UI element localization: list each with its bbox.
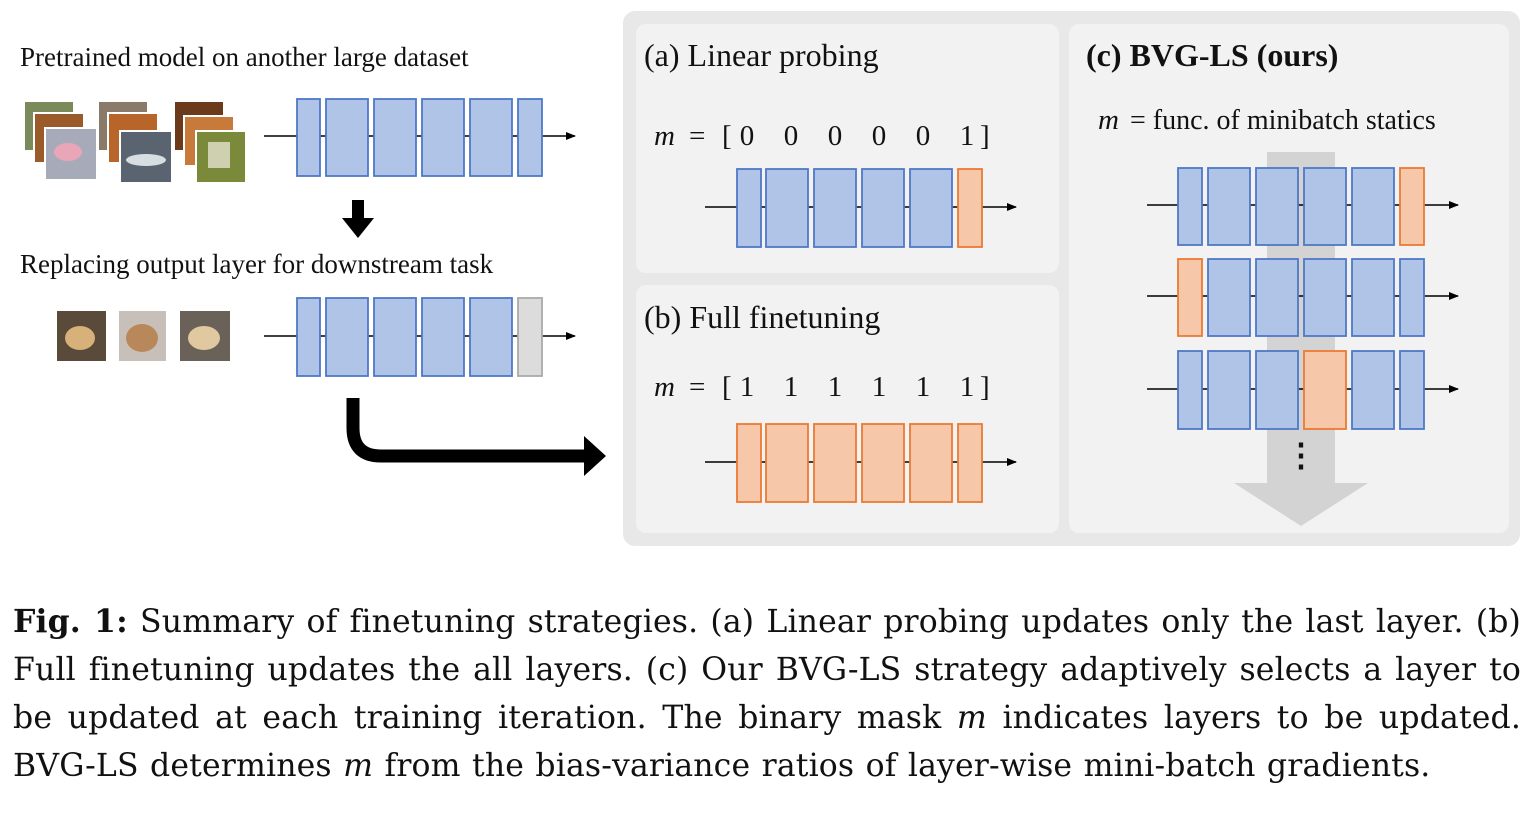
panel-a-mask-4: 0 — [916, 120, 931, 152]
panel-b-layer-5 — [909, 423, 953, 503]
panel-b-layer-2 — [765, 423, 809, 503]
panel-b-open-bracket: [ — [722, 371, 732, 403]
down-arrow — [342, 200, 374, 238]
panel-linear-probing: (a) Linear probing m = [ 0 0 0 0 0 1 ] — [636, 24, 1059, 273]
panel-c-ellipsis: ⋮ — [1285, 437, 1317, 473]
pretrained-model-title: Pretrained model on another large datase… — [20, 42, 469, 72]
pretrained-layer-2 — [325, 98, 369, 177]
panel-b-title: (b) Full finetuning — [644, 299, 880, 335]
panel-a-mask-2: 0 — [828, 120, 843, 152]
figure-label: Fig. 1: — [13, 603, 128, 640]
pretrained-output-layer — [517, 98, 543, 177]
row-1-layer-5 — [1351, 167, 1395, 246]
pretrained-layer-4 — [421, 98, 465, 177]
row-2-layer-4 — [1303, 258, 1347, 337]
panel-b-layer-4 — [861, 423, 905, 503]
caption-text-3: from the bias-variance ratios of layer-w… — [373, 748, 1431, 784]
panel-b-m-symbol: m — [654, 371, 675, 403]
replace-output-title: Replacing output layer for downstream ta… — [20, 249, 494, 279]
pretrained-layer-3 — [373, 98, 417, 177]
row-1-layer-2 — [1207, 167, 1251, 246]
panel-b-mask-4: 1 — [916, 371, 931, 403]
panel-c-row-3 — [1147, 350, 1459, 430]
row-3-layer-2 — [1207, 350, 1251, 430]
row-2-layer-6 — [1399, 258, 1425, 337]
row-1-layer-6 — [1399, 167, 1425, 246]
panel-a-layer-2 — [765, 168, 809, 248]
image-stack-2 — [97, 100, 173, 184]
curved-arrow — [346, 398, 584, 463]
panel-b-mask-1: 1 — [784, 371, 799, 403]
figure-caption: Fig. 1: Summary of finetuning strategies… — [13, 598, 1521, 790]
panel-b-mask-5: 1 — [960, 371, 975, 403]
downstream-images — [57, 311, 230, 361]
panel-a-output-layer — [957, 168, 983, 248]
panel-a-equals: = — [689, 120, 705, 152]
row-2-layer-5 — [1351, 258, 1395, 337]
panel-a-layer-1 — [736, 168, 762, 248]
downstream-layer-1 — [296, 297, 321, 377]
caption-mask-symbol-1: m — [956, 700, 987, 736]
new-output-layer — [517, 297, 543, 377]
row-2-layer-3 — [1255, 258, 1299, 337]
row-1-layer-1 — [1177, 167, 1203, 246]
pretrained-network — [264, 98, 576, 177]
panel-c-title: (c) BVG-LS (ours) — [1086, 37, 1338, 73]
image-stack-1 — [23, 100, 98, 181]
row-3-layer-4 — [1303, 350, 1347, 430]
caption-text-2: indicates layers to be updated. BVG-LS d… — [13, 700, 1521, 784]
panel-full-finetuning: (b) Full finetuning m = [ 1 1 1 1 1 1 ] — [636, 285, 1059, 533]
panel-bvg-ls: (c) BVG-LS (ours) m = func. of minibatch… — [1069, 24, 1509, 533]
downstream-layer-5 — [469, 297, 513, 377]
row-2-layer-2 — [1207, 258, 1251, 337]
panel-a-m-symbol: m — [654, 120, 675, 152]
downstream-layer-4 — [421, 297, 465, 377]
panel-a-mask-3: 0 — [872, 120, 887, 152]
caption-text-1: Summary of finetuning strategies. (a) Li… — [13, 604, 1521, 736]
downstream-layer-2 — [325, 297, 369, 377]
row-3-layer-5 — [1351, 350, 1395, 430]
panel-c-row-1 — [1147, 167, 1459, 246]
panel-a-close-bracket: ] — [980, 120, 990, 152]
panel-b-layer-1 — [736, 423, 762, 503]
curved-arrow-head — [584, 436, 606, 476]
panel-a-mask-0: 0 — [740, 120, 755, 152]
panel-b-equals: = — [689, 371, 705, 403]
panel-a-mask-5: 1 — [960, 120, 975, 152]
caption-mask-symbol-2: m — [343, 748, 374, 784]
downstream-network — [264, 297, 576, 377]
panel-b-mask-2: 1 — [828, 371, 843, 403]
panel-a-title: (a) Linear probing — [644, 37, 879, 73]
panel-a-layer-5 — [909, 168, 953, 248]
panel-c-m-description: = func. of minibatch statics — [1130, 105, 1436, 136]
row-3-layer-3 — [1255, 350, 1299, 430]
row-1-layer-3 — [1255, 167, 1299, 246]
panel-c-row-2 — [1147, 258, 1459, 337]
panel-a-open-bracket: [ — [722, 120, 732, 152]
panel-b-output-layer — [957, 423, 983, 503]
panel-b-mask-0: 1 — [740, 371, 755, 403]
row-3-layer-6 — [1399, 350, 1425, 430]
pretrained-layer-1 — [296, 98, 321, 177]
panel-b-mask-3: 1 — [872, 371, 887, 403]
downstream-layer-3 — [373, 297, 417, 377]
panel-a-layer-3 — [813, 168, 857, 248]
overview-figure: Pretrained model on another large datase… — [20, 11, 1520, 546]
panel-c-m-symbol: m — [1098, 104, 1119, 136]
panel-a-layer-4 — [861, 168, 905, 248]
row-3-layer-1 — [1177, 350, 1203, 430]
panel-b-layer-3 — [813, 423, 857, 503]
pretrained-layer-5 — [469, 98, 513, 177]
panel-b-close-bracket: ] — [980, 371, 990, 403]
pretraining-images — [23, 100, 247, 184]
panel-a-mask-1: 0 — [784, 120, 799, 152]
row-2-layer-1 — [1177, 258, 1203, 337]
image-stack-3 — [173, 100, 247, 184]
row-1-layer-4 — [1303, 167, 1347, 246]
